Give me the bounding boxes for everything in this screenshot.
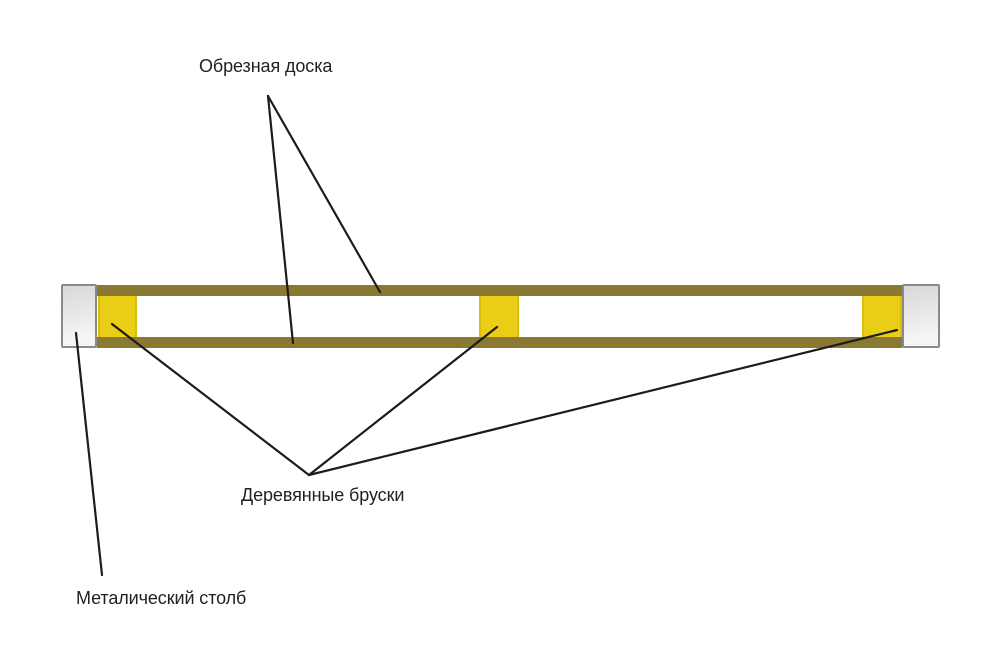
wood-block-middle (479, 295, 519, 337)
leader-line-post (74, 331, 104, 577)
label-wood-blocks: Деревянные бруски (241, 485, 405, 505)
wood-block-right (862, 295, 902, 337)
leader-line-board-top (266, 94, 382, 294)
edged-board-bottom (97, 337, 902, 348)
edged-board-top (97, 285, 902, 296)
label-edged-board: Обрезная доска (199, 56, 333, 76)
label-metal-post: Металический столб (76, 588, 247, 608)
wood-block-left (98, 295, 137, 337)
leader-line-block-middle (307, 325, 499, 477)
leader-line-block-right (307, 328, 899, 477)
metal-post-left (61, 284, 97, 348)
metal-post-right (902, 284, 940, 348)
leader-line-board-bottom (266, 94, 295, 345)
